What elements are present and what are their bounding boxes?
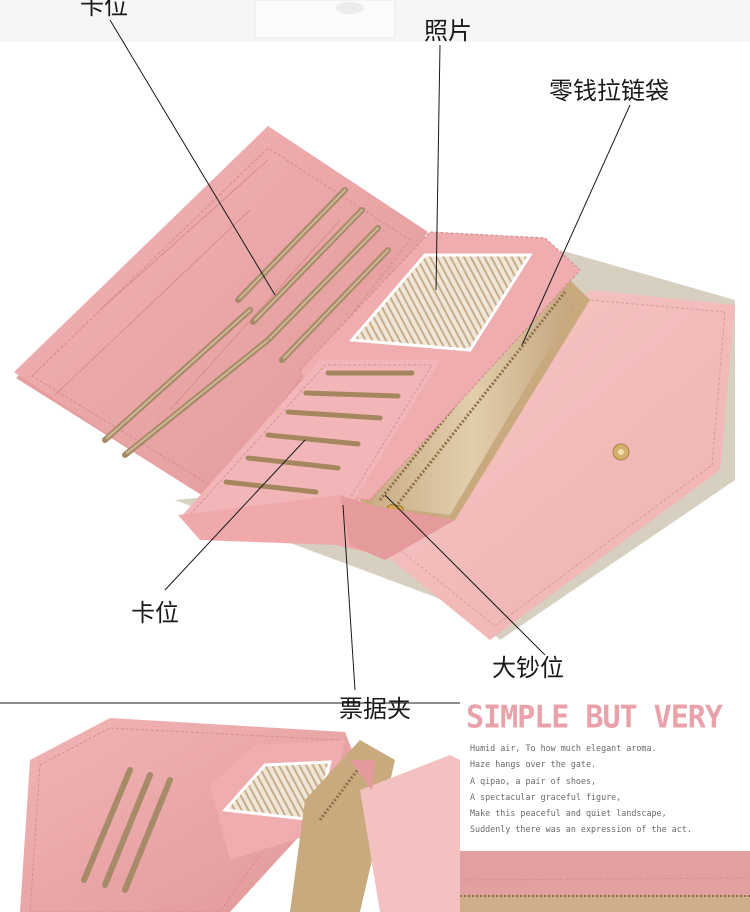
headline: SIMPLE BUT VERY [466, 699, 723, 736]
label-receipt-clip: 票据夹 [339, 695, 411, 723]
poem-line: Make this peaceful and quiet landscape, [470, 808, 667, 818]
poem-line: Suddenly there was an expression of the … [470, 824, 692, 834]
poem-line: Haze hangs over the gate. [470, 759, 597, 769]
middle-card-holder [178, 231, 581, 560]
poem-line: A spectacular graceful figure, [470, 792, 622, 802]
poem-line: Humid air, To how much elegant aroma. [470, 743, 657, 753]
left-card-panel [14, 126, 430, 513]
label-card-slot-bottom: 卡位 [131, 599, 179, 627]
label-card-slot-top: 卡位 [80, 0, 128, 20]
label-bill-pocket: 大钞位 [492, 654, 564, 682]
label-coin-zip-pocket: 零钱拉链袋 [549, 77, 669, 105]
poem-line: A qipao, a pair of shoes, [470, 776, 597, 786]
leader-lines [109, 19, 631, 691]
inset-photo [0, 702, 460, 912]
label-photo: 照片 [424, 17, 472, 45]
inset-detail [459, 843, 750, 912]
photo-window [348, 253, 533, 352]
